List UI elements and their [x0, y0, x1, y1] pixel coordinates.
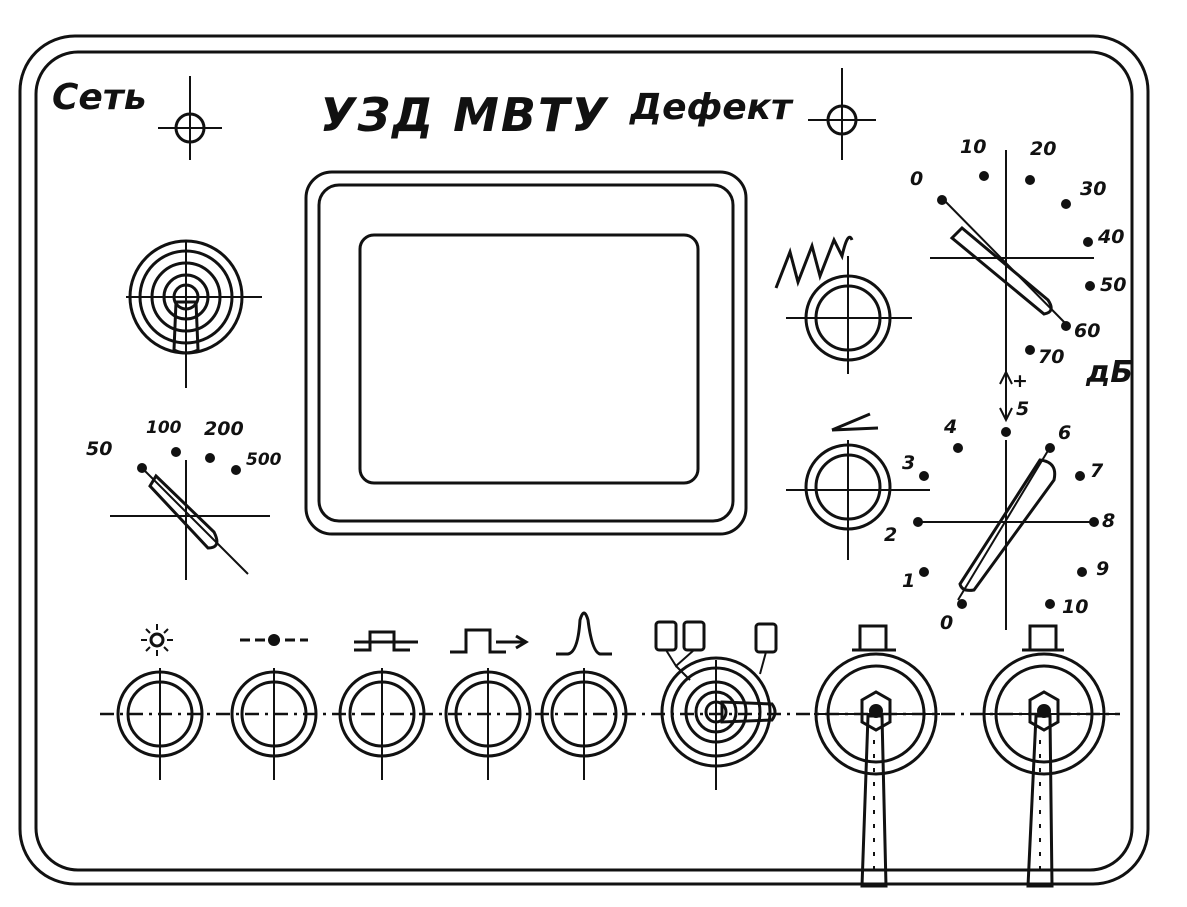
attenuator-tick: 40: [1098, 226, 1125, 248]
mode-tick: 3: [902, 452, 916, 474]
attenuator-tick: 20: [1030, 138, 1057, 160]
single-transducer-icon: [754, 622, 778, 654]
range-dots: [137, 447, 241, 475]
attenuator-tick: 50: [1100, 274, 1127, 296]
attenuator-unit: дБ: [1086, 355, 1134, 390]
pulse-shift-knob[interactable]: [444, 668, 532, 780]
slope-icon: [831, 412, 879, 432]
range-tick: 200: [204, 418, 244, 440]
panel-title: УЗД МВТУ: [320, 88, 609, 142]
range-tick: 100: [146, 418, 182, 438]
panel-frame-inner: [34, 50, 1134, 872]
sawtooth-icon: [774, 235, 854, 289]
peak-knob[interactable]: [540, 668, 628, 780]
pulse-delay-knob[interactable]: [338, 668, 426, 780]
mode-tick: 1: [902, 570, 916, 592]
connector-right[interactable]: [980, 652, 1118, 888]
mode-selector[interactable]: [916, 369, 1094, 630]
mode-tick: 9: [1096, 558, 1110, 580]
slope-knob[interactable]: [786, 440, 930, 560]
defect-label: Дефект: [630, 87, 792, 128]
mode-tick: 7: [1090, 460, 1104, 482]
sweep-knob[interactable]: [786, 256, 912, 374]
connector-icon: [1022, 624, 1064, 652]
attenuator-tick: 0: [910, 168, 924, 190]
connector-icon: [852, 624, 896, 652]
mode-tick: 10: [1062, 596, 1089, 618]
range-tick: 50: [86, 438, 113, 460]
mode-tick: 4: [944, 416, 958, 438]
mode-tick: 0: [940, 612, 954, 634]
mode-tick: 6: [1058, 422, 1072, 444]
dual-transducer-icon: [654, 620, 706, 668]
power-switch[interactable]: [126, 239, 262, 388]
mode-tick: 8: [1102, 510, 1116, 532]
network-label: Сеть: [52, 77, 147, 118]
mode-tick: 2: [884, 524, 898, 546]
plus-mark: +: [1012, 370, 1028, 392]
attenuator-switch[interactable]: [930, 150, 1094, 400]
panel-frame-outer: [18, 34, 1150, 886]
defect-lamp: [808, 68, 876, 160]
mode-dots: [913, 427, 1099, 609]
network-lamp: [158, 76, 222, 160]
connector-left[interactable]: [814, 652, 940, 888]
attenuator-dots: [937, 171, 1095, 355]
mode-tick: 5: [1016, 398, 1030, 420]
range-selector[interactable]: [110, 460, 270, 580]
brightness-knob[interactable]: [116, 668, 204, 780]
pulse-shift-icon: [450, 628, 529, 654]
attenuator-tick: 10: [960, 136, 987, 158]
focus-knob[interactable]: [230, 668, 318, 780]
pulse-delay-icon: [354, 630, 418, 652]
range-tick: 500: [246, 450, 282, 470]
attenuator-tick: 60: [1074, 320, 1101, 342]
peak-icon: [556, 611, 612, 656]
attenuator-tick: 30: [1080, 178, 1107, 200]
transducer-switch[interactable]: [660, 651, 777, 790]
sun-icon: [141, 624, 173, 656]
attenuator-tick: 70: [1038, 346, 1065, 368]
crt-screen: [304, 170, 748, 536]
dot-line-icon: [240, 634, 308, 646]
